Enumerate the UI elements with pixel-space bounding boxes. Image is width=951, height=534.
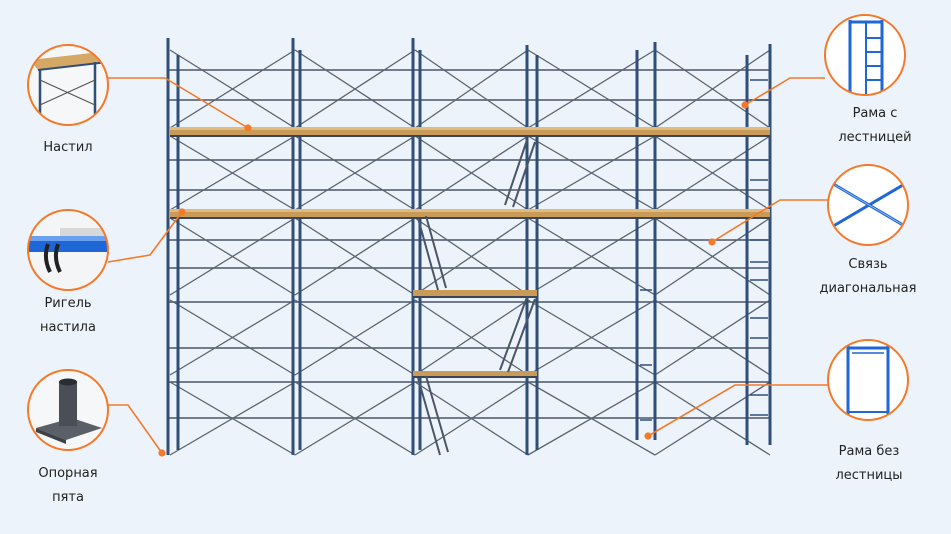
wooden-deck-icon — [27, 44, 109, 126]
label-rigel-nastila: Ригель настила — [20, 292, 116, 340]
label-line: Рама без — [838, 444, 900, 459]
label-line: пята — [52, 490, 84, 505]
stair-ladders — [417, 139, 536, 456]
deck-beam-icon — [27, 209, 109, 291]
label-opornaya-pyata: Опорная пята — [20, 462, 116, 510]
label-line: Рама с — [852, 106, 898, 121]
ladder-frame-rungs — [640, 79, 768, 421]
label-line: настила — [40, 320, 96, 335]
label-line: Опорная — [38, 466, 98, 481]
callout-markers — [158, 101, 749, 457]
base-plate-icon — [27, 369, 109, 451]
label-line: Связь — [848, 257, 888, 272]
diagonal-brace-icon — [827, 164, 909, 246]
label-rama-s-lestnitsey: Рама с лестницей — [820, 102, 930, 150]
label-nastil: Настил — [20, 136, 116, 160]
label-line: Настил — [43, 140, 93, 155]
label-line: лестницы — [835, 468, 903, 483]
label-line: диагональная — [819, 281, 917, 296]
label-rama-bez-lestnitsy: Рама без лестницы — [814, 440, 924, 488]
frame-posts — [166, 38, 772, 455]
horizontal-ledgers — [168, 69, 770, 419]
plain-frame-icon — [827, 339, 909, 421]
diagonal-braces — [169, 49, 771, 456]
ladder-frame-icon — [824, 14, 906, 96]
label-line: Ригель — [44, 296, 92, 311]
label-line: лестницей — [838, 130, 912, 145]
wooden-decks — [170, 127, 770, 378]
scaffold-structure — [166, 38, 772, 456]
callout-leaders — [107, 77, 828, 454]
label-svyaz-diagonalnaya: Связь диагональная — [806, 253, 930, 301]
